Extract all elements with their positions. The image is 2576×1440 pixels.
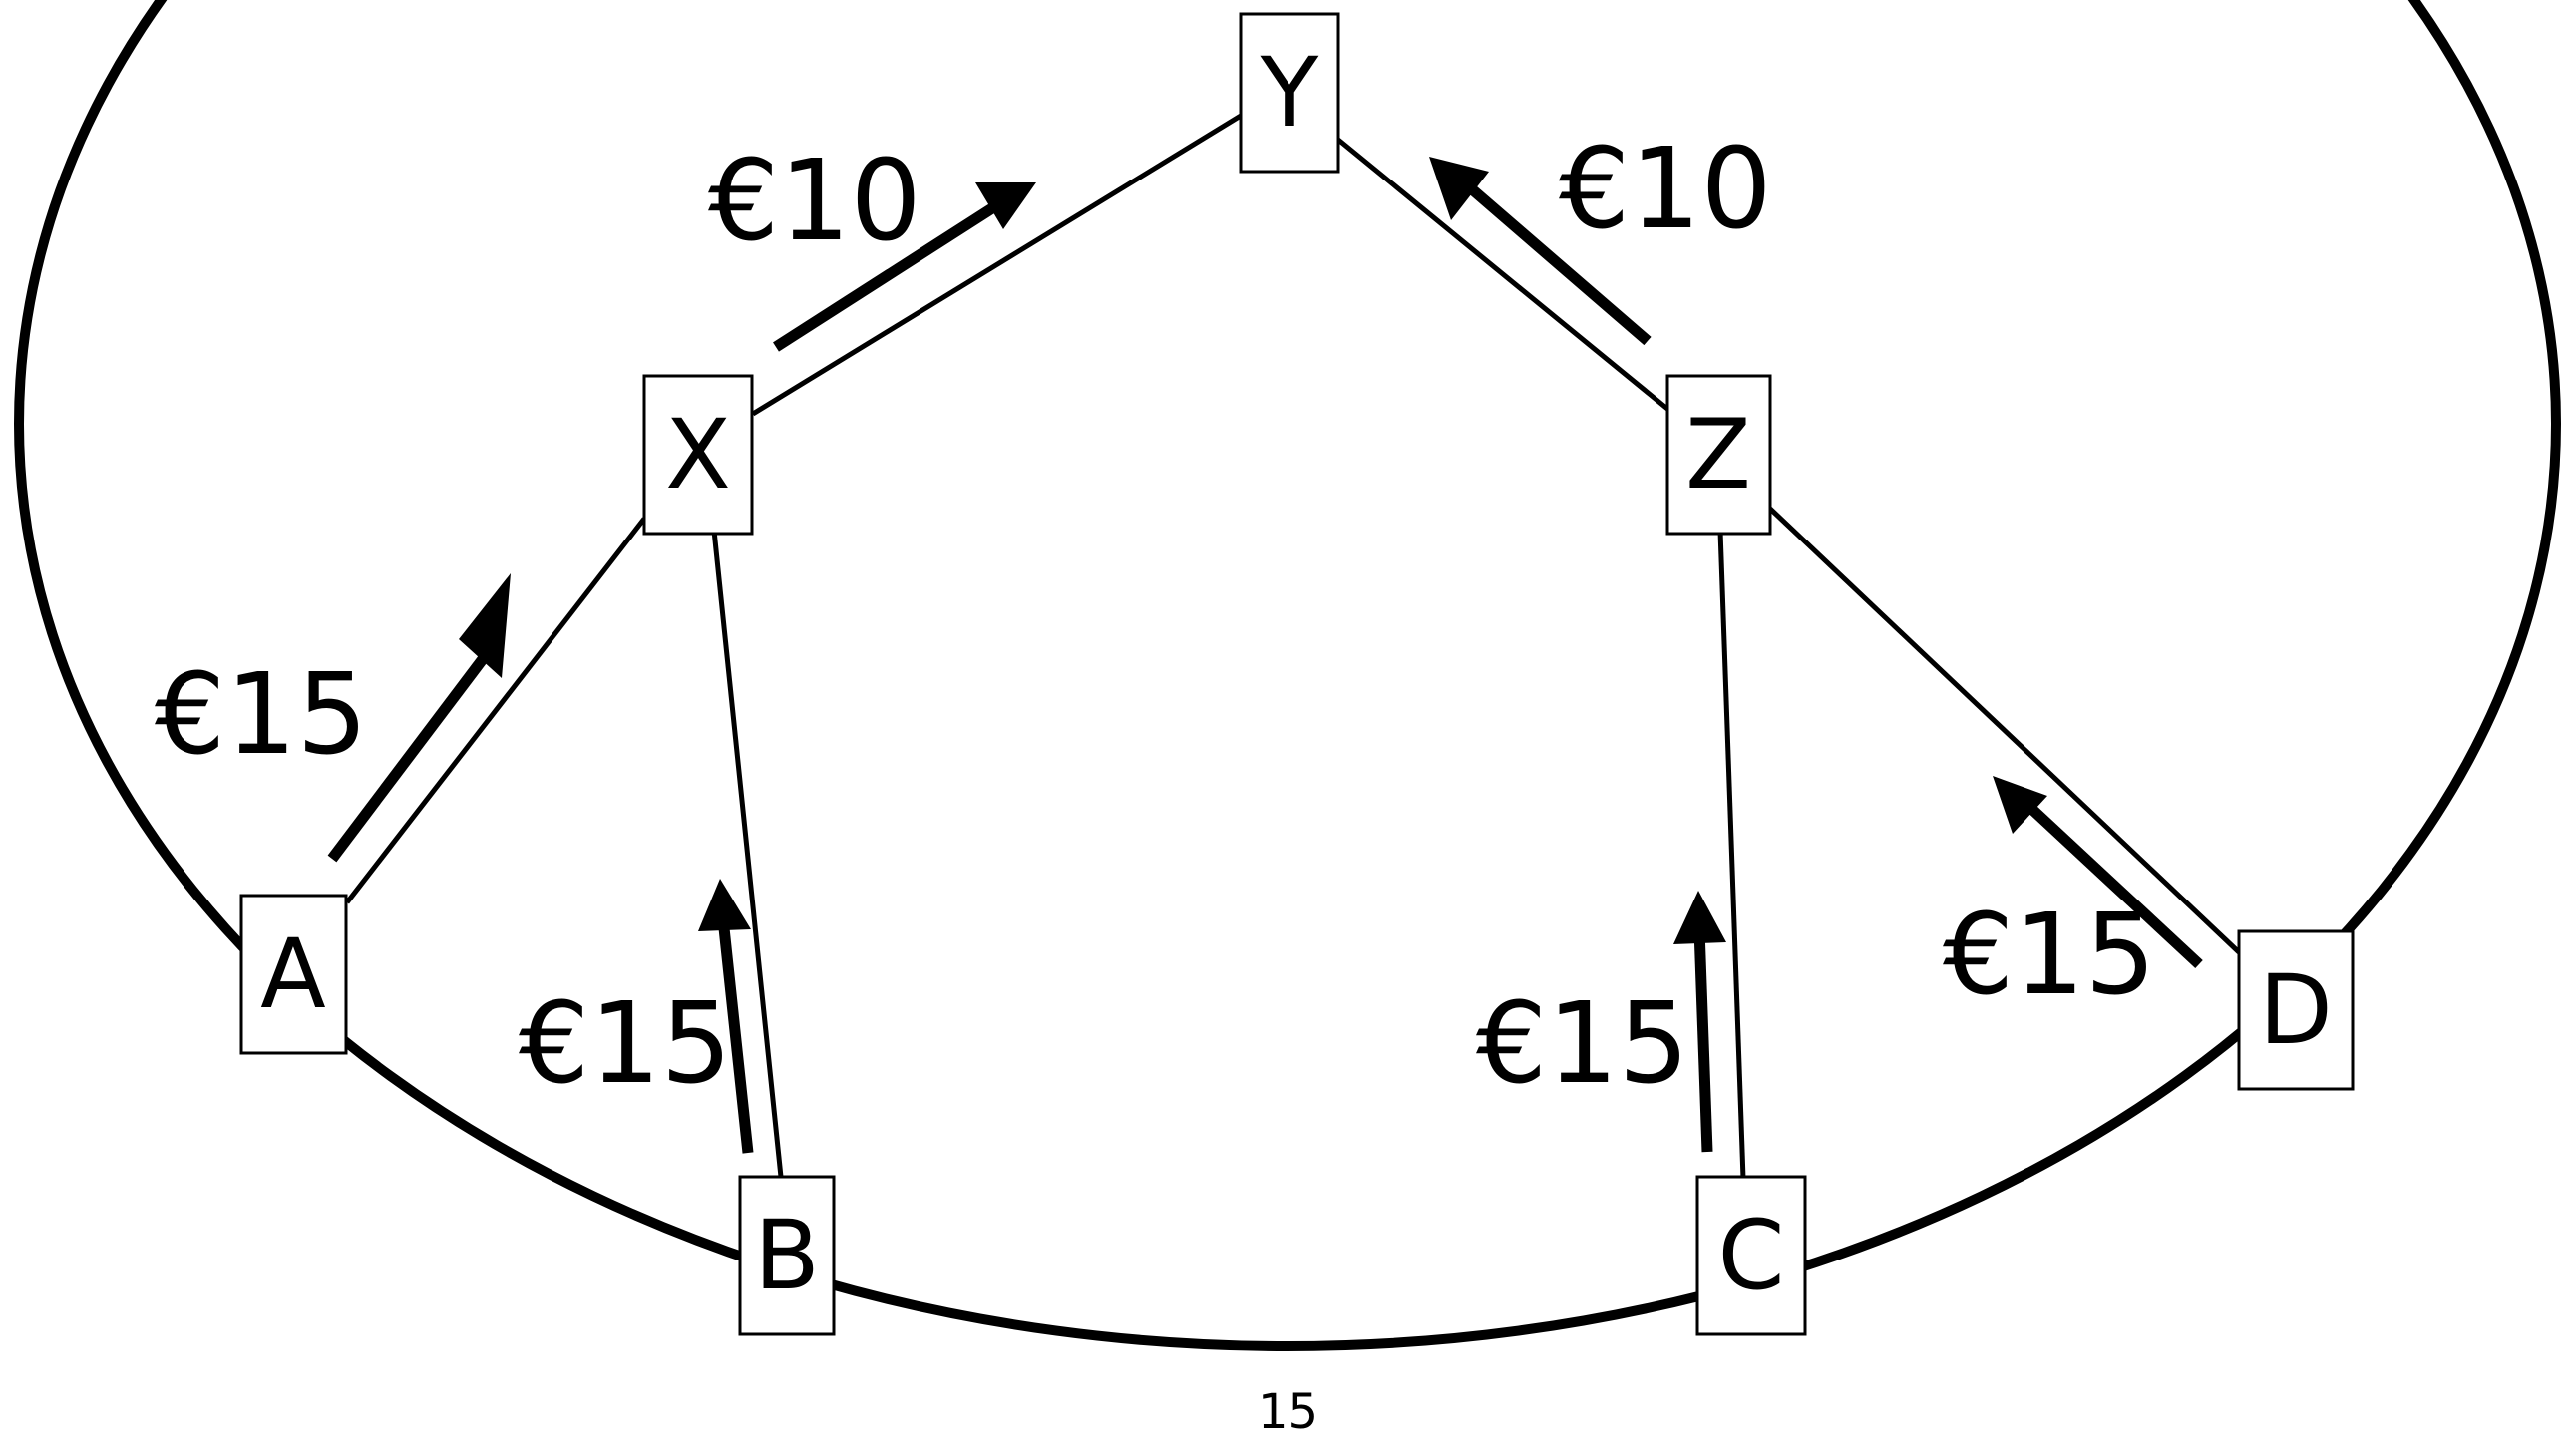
price-label-d-z: €15 — [1943, 891, 2156, 1020]
arrow-shaft-d-z — [2024, 801, 2203, 969]
arrowhead-d-z — [1993, 776, 2047, 834]
node-a-label: A — [260, 918, 326, 1030]
price-label-b-x: €15 — [519, 979, 732, 1109]
arrow-shaft-z-y — [1460, 178, 1652, 346]
arrow-shaft-c-z — [1693, 928, 1713, 1153]
price-label-x-y: €10 — [708, 137, 921, 266]
node-z-label: Z — [1685, 399, 1751, 511]
node-c: C — [1695, 1175, 1807, 1336]
node-z: Z — [1665, 374, 1772, 536]
page-number: 15 — [1257, 1384, 1319, 1440]
edge-z-y — [1336, 138, 1669, 411]
arrowhead-c-z — [1673, 891, 1726, 944]
arrow-shaft-a-x — [327, 647, 494, 863]
price-label-c-z: €15 — [1476, 979, 1689, 1109]
edge-d-z — [1768, 507, 2241, 954]
connection-lines — [345, 113, 2241, 1180]
node-b: B — [738, 1175, 836, 1336]
arrowhead-b-x — [698, 879, 751, 931]
price-label-a-x: €15 — [155, 650, 368, 780]
flow-arrows — [327, 178, 2203, 1154]
price-label-z-y: €10 — [1559, 125, 1772, 254]
node-x-label: X — [665, 399, 731, 511]
edge-x-y — [751, 113, 1243, 417]
edge-b-x — [711, 530, 784, 1178]
arrowhead-z-y — [1429, 157, 1489, 220]
outer-ring — [14, 0, 2561, 1351]
node-a: A — [239, 894, 348, 1055]
edge-c-z — [1717, 530, 1746, 1180]
node-c-label: C — [1717, 1200, 1784, 1311]
node-x: X — [642, 374, 754, 536]
node-d: D — [2237, 929, 2355, 1091]
node-d-label: D — [2259, 954, 2333, 1066]
node-y: Y — [1239, 12, 1340, 174]
arrow-shaft-b-x — [716, 908, 754, 1154]
arrowhead-x-y — [975, 182, 1036, 229]
node-y-label: Y — [1260, 37, 1319, 149]
arrowhead-a-x — [459, 573, 511, 678]
edge-a-x — [345, 517, 646, 904]
arrowheads — [459, 157, 2047, 944]
node-b-label: B — [754, 1200, 820, 1311]
price-labels: €10 €10 €15 €15 €15 €15 — [155, 125, 2156, 1109]
arrow-shaft-x-y — [773, 201, 998, 352]
